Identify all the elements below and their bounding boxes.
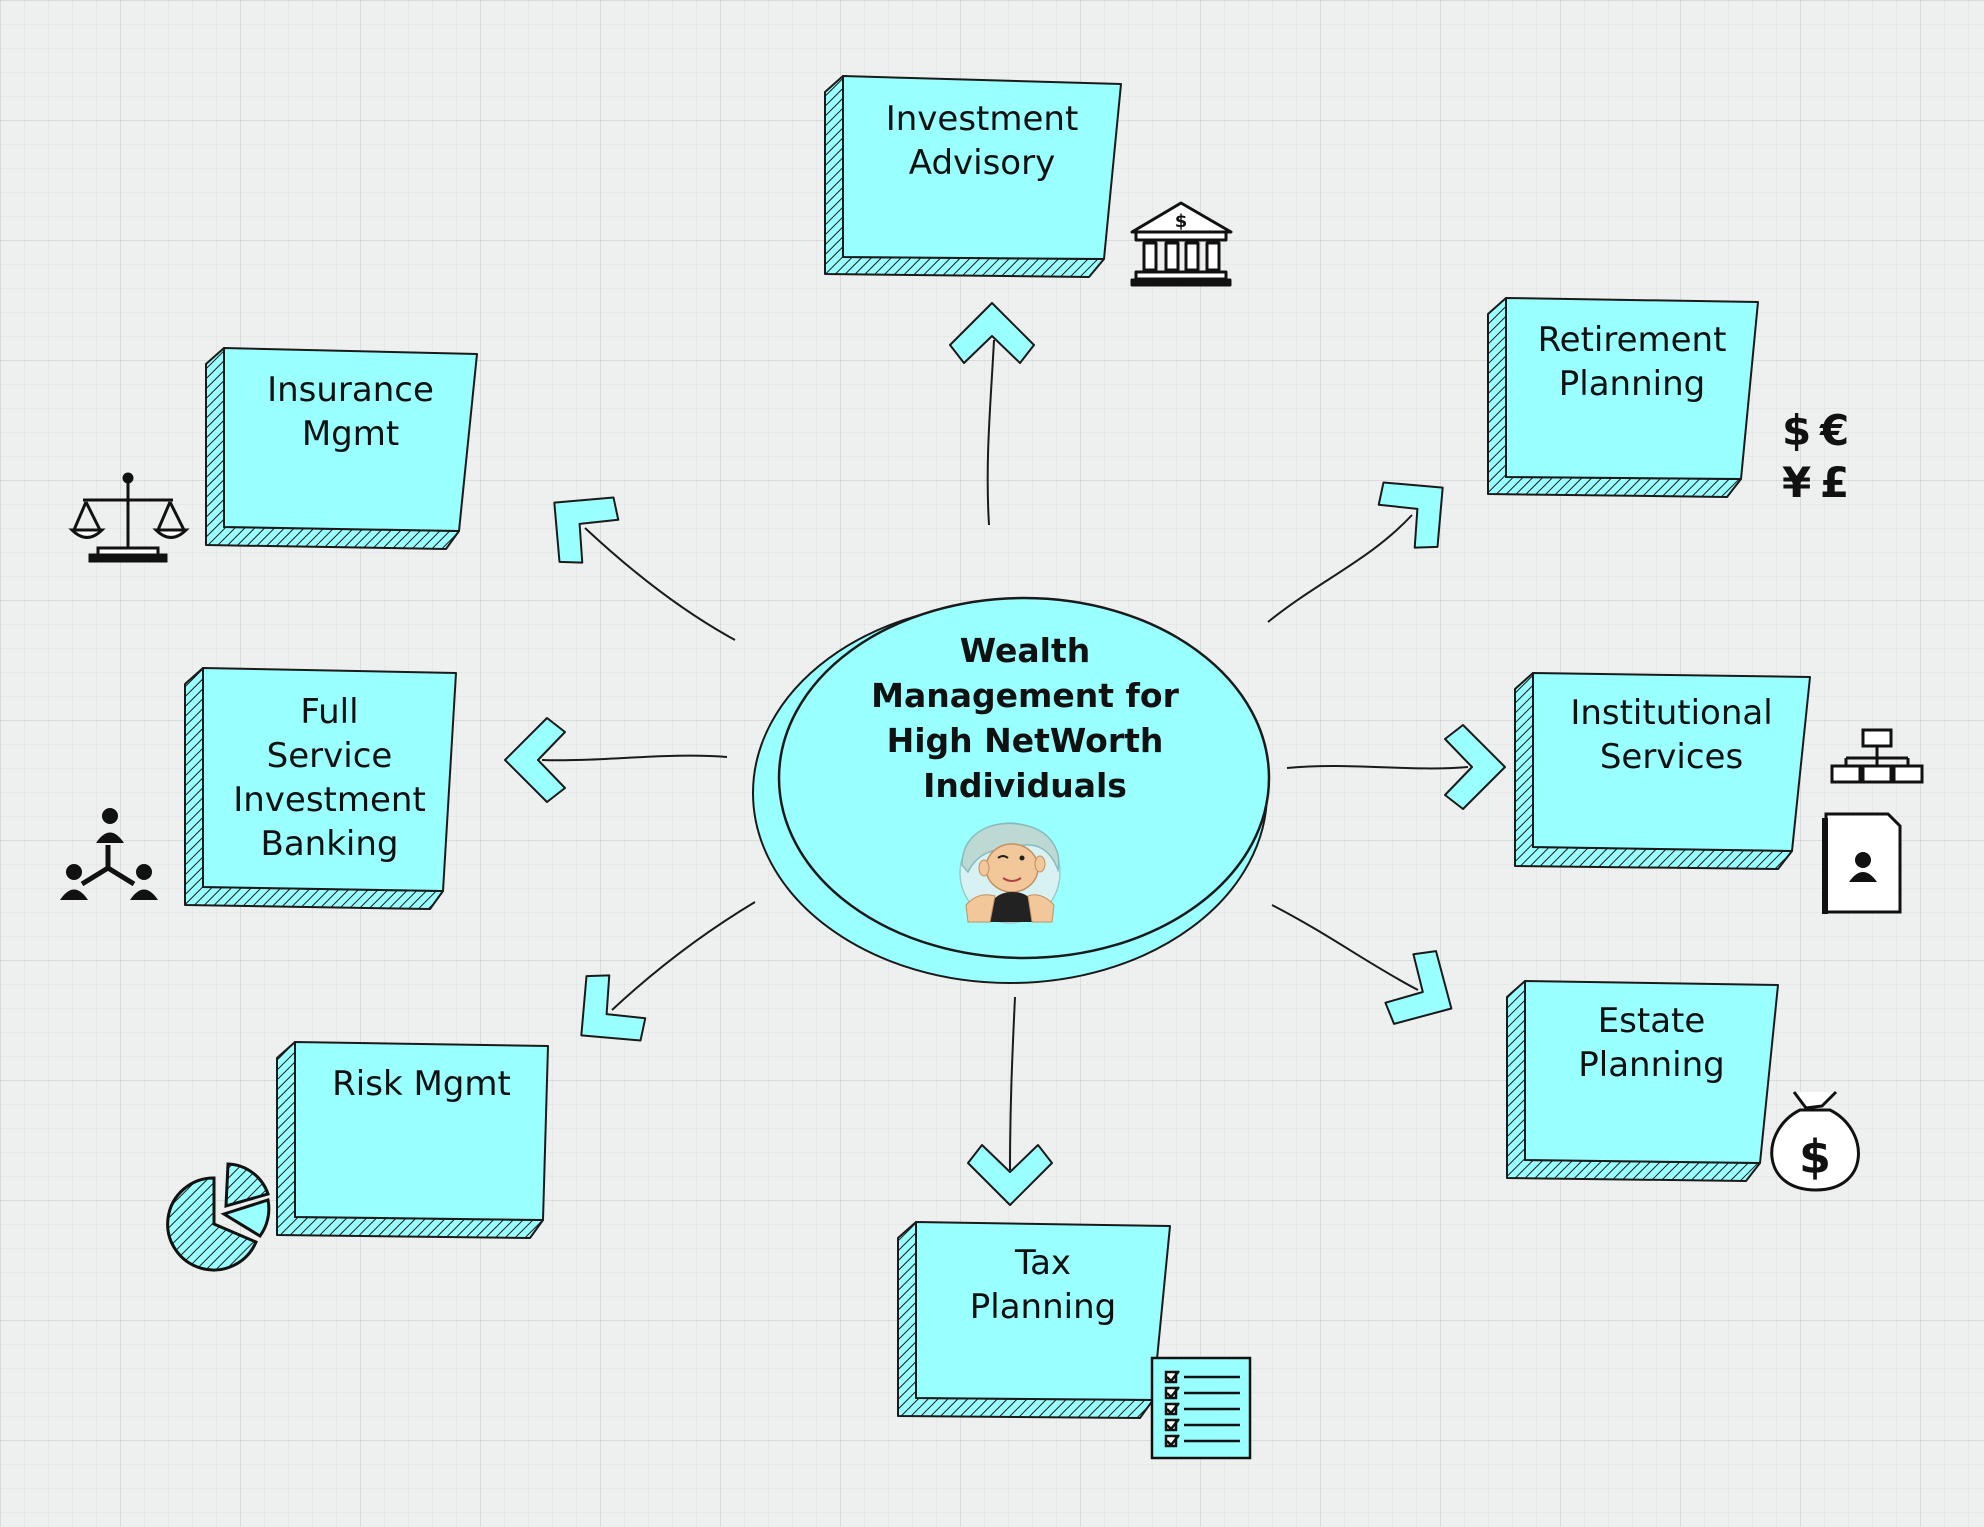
box-institutional-services xyxy=(1514,672,1811,870)
box-estate-planning xyxy=(1506,980,1779,1182)
document-person-icon xyxy=(1822,812,1902,914)
arrowhead-tax-planning xyxy=(967,1144,1053,1206)
connector-full-service-investment-banking xyxy=(541,754,728,762)
box-tax-planning xyxy=(897,1221,1171,1419)
connector-tax-planning xyxy=(1009,996,1016,1171)
arrowhead-retirement-planning xyxy=(1377,481,1444,549)
yen-glyph: ¥ xyxy=(1782,458,1811,507)
bank-dollar-glyph: $ xyxy=(1175,211,1188,232)
money-bag-dollar-glyph: $ xyxy=(1799,1130,1831,1184)
scales-icon xyxy=(68,472,190,563)
pie-chart-icon xyxy=(166,1162,271,1272)
arrowhead-insurance-mgmt xyxy=(553,496,620,564)
euro-glyph: € xyxy=(1819,406,1849,455)
box-retirement-planning xyxy=(1487,297,1759,498)
connector-insurance-mgmt xyxy=(584,527,736,641)
org-chart-icon xyxy=(1830,728,1924,784)
people-network-icon xyxy=(60,808,158,900)
box-investment-advisory xyxy=(824,75,1122,278)
pound-glyph: £ xyxy=(1820,458,1849,507)
currency-icon: $ € ¥ £ xyxy=(1782,406,1849,507)
arrowhead-risk-mgmt xyxy=(580,974,647,1042)
checklist-icon xyxy=(1150,1356,1252,1460)
box-insurance-mgmt xyxy=(205,347,478,550)
box-risk-mgmt xyxy=(276,1041,549,1239)
box-full-service-investment-banking xyxy=(184,667,457,910)
arrowhead-estate-planning xyxy=(1384,950,1453,1025)
connector-risk-mgmt xyxy=(611,901,756,1011)
arrowhead-investment-advisory xyxy=(949,302,1035,364)
arrowhead-full-service-investment-banking xyxy=(504,717,566,803)
connector-estate-planning xyxy=(1271,904,1419,991)
bank-icon: $ xyxy=(1130,201,1233,287)
connector-institutional-services xyxy=(1286,765,1469,770)
arrowhead-institutional-services xyxy=(1444,724,1506,810)
connector-investment-advisory xyxy=(986,339,995,526)
dollar-glyph: $ xyxy=(1782,406,1811,455)
person-avatar-icon xyxy=(959,822,1061,924)
connector-retirement-planning xyxy=(1267,514,1413,623)
center-ellipse xyxy=(752,596,1271,984)
money-bag-icon: $ xyxy=(1770,1090,1860,1192)
